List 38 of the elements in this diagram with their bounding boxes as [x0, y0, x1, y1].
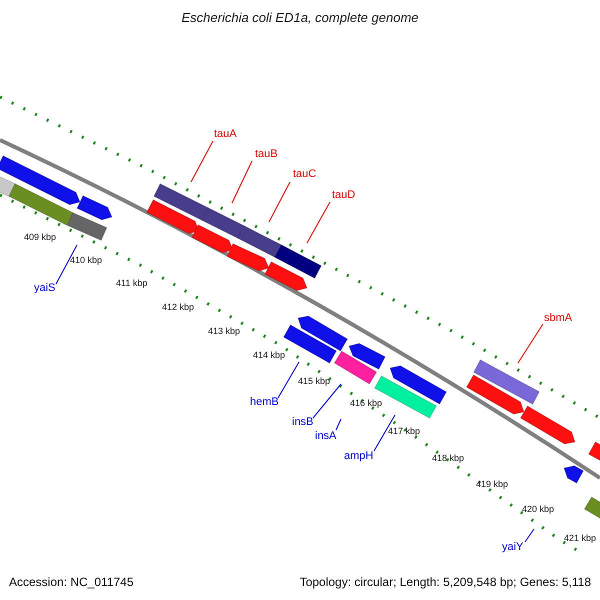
gene-label: tauB: [255, 149, 278, 160]
scale-label: 415 kbp: [298, 377, 330, 386]
leader-line: [306, 202, 330, 244]
scale-label: 414 kbp: [253, 351, 286, 360]
scale-label: 410 kbp: [70, 256, 102, 265]
leader-line: [190, 140, 214, 182]
gene-label: insB: [292, 417, 314, 428]
leader-line: [374, 414, 396, 452]
scale-label: 421 kbp: [564, 534, 596, 543]
gene-label: tauD: [332, 190, 356, 201]
leader-line: [268, 182, 290, 222]
gene-label: yaiY: [502, 542, 524, 553]
leader-line: [524, 528, 534, 542]
scale-label: 417 kbp: [388, 427, 420, 436]
scale-label: 418 kbp: [432, 454, 464, 463]
gene-label: sbmA: [544, 313, 572, 324]
scale-label: 411 kbp: [116, 279, 148, 288]
leader-line: [56, 244, 78, 284]
scale-label: 419 kbp: [476, 480, 508, 489]
gene-label: yaiS: [34, 283, 56, 294]
scale-label: 413 kbp: [208, 327, 240, 336]
gene-label: tauC: [293, 169, 316, 180]
gene-label: ampH: [344, 451, 374, 462]
scale-label: 412 kbp: [162, 303, 194, 312]
scale-label: 416 kbp: [350, 399, 382, 408]
leader-line: [278, 362, 300, 398]
leader-line: [312, 384, 342, 418]
scale-label: 420 kbp: [522, 505, 554, 514]
leader-line: [336, 418, 342, 430]
title: Escherichia coli ED1a, complete genome: [182, 11, 418, 24]
accession-text: Accession: NC_011745: [9, 576, 134, 588]
gene-label: insA: [315, 431, 336, 442]
genome-info-text: Topology: circular; Length: 5,209,548 bp; Genes: 5,118: [300, 576, 591, 588]
gene-label: hemB: [250, 397, 279, 408]
leader-line: [518, 324, 544, 364]
gene-label: tauA: [214, 129, 237, 140]
leader-line: [232, 160, 252, 204]
scale-label: 409 kbp: [24, 233, 56, 242]
